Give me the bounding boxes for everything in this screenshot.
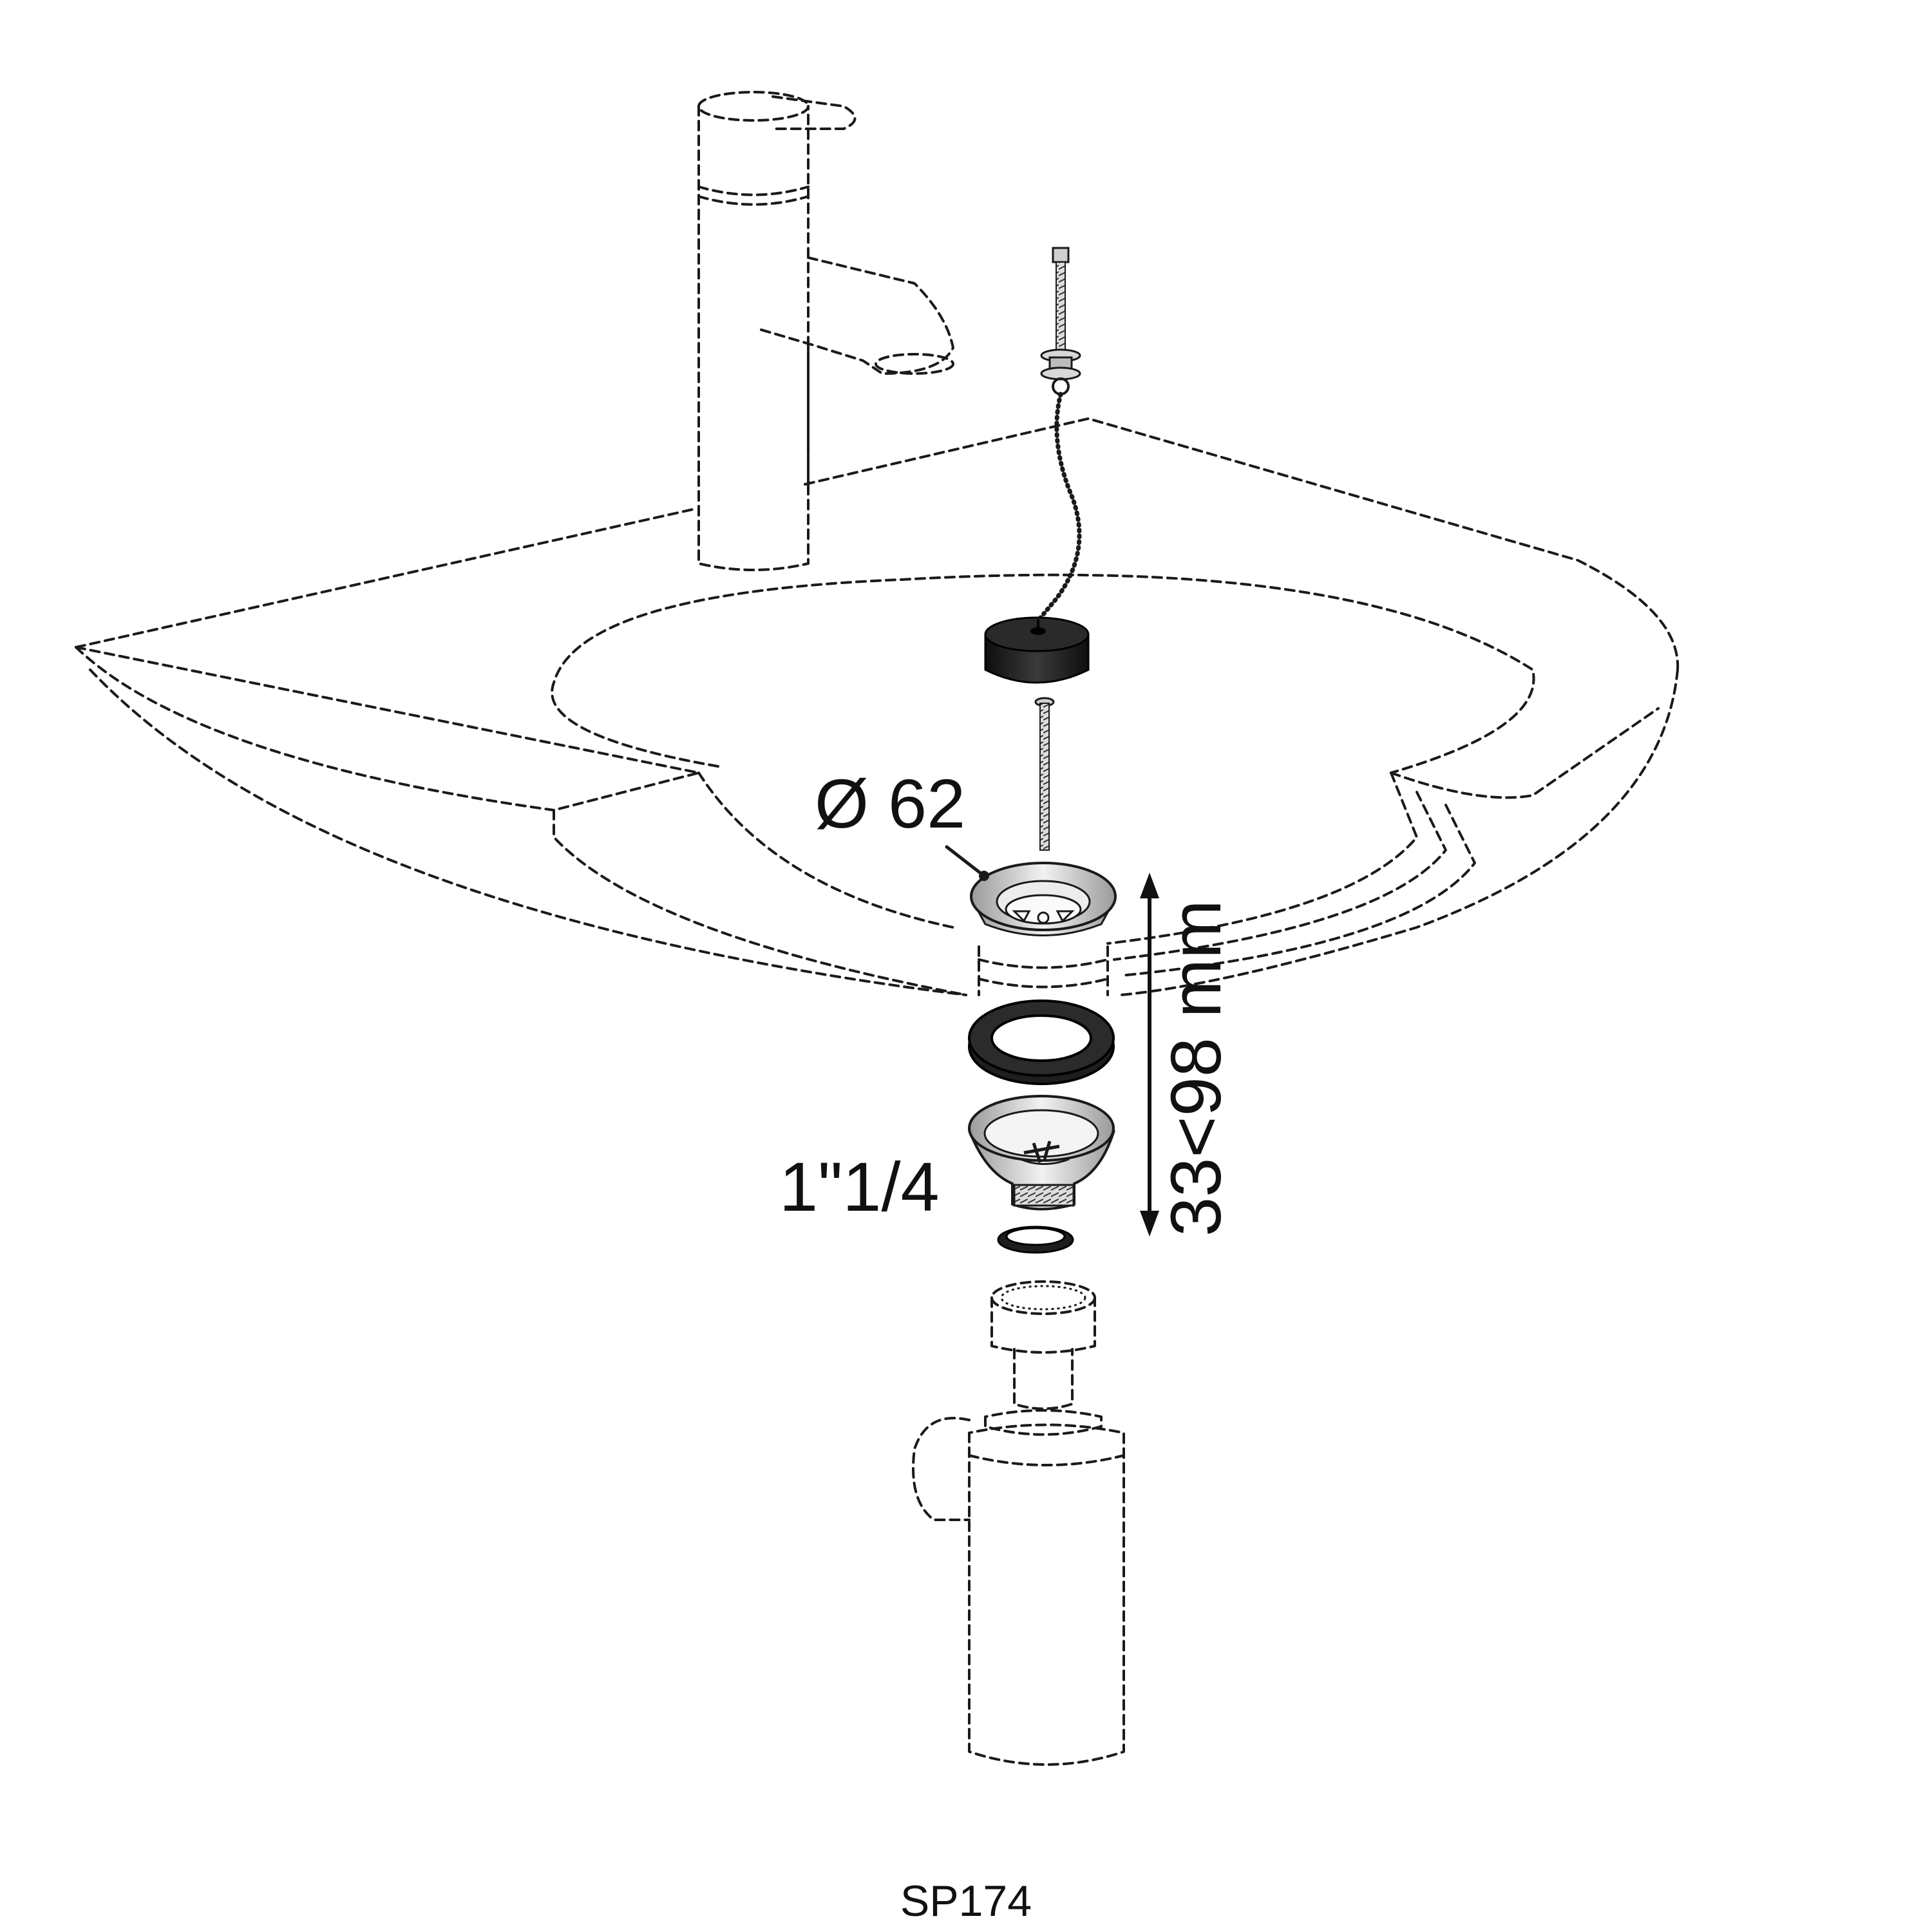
faucet-outline <box>697 91 954 571</box>
rubber-plug <box>984 616 1090 684</box>
chain-stay-bolt <box>1040 247 1081 395</box>
thread-size-label: 1"1/4 <box>779 1148 940 1226</box>
plug-chain <box>1037 392 1082 621</box>
o-ring <box>997 1226 1074 1254</box>
waste-flange <box>970 862 1117 936</box>
bottle-trap-outline <box>912 1280 1125 1766</box>
sealing-washer <box>968 999 1115 1085</box>
diameter-leader-line <box>945 845 986 878</box>
diameter-label: Ø 62 <box>815 764 965 842</box>
height-range-label: 33<98 mm <box>1157 900 1236 1236</box>
basin-outline <box>75 417 1680 996</box>
waste-body <box>968 1095 1115 1211</box>
model-code-label: SP174 <box>900 1877 1032 1926</box>
height-dimension-arrow <box>1140 873 1159 1236</box>
centre-screw <box>1034 697 1055 851</box>
